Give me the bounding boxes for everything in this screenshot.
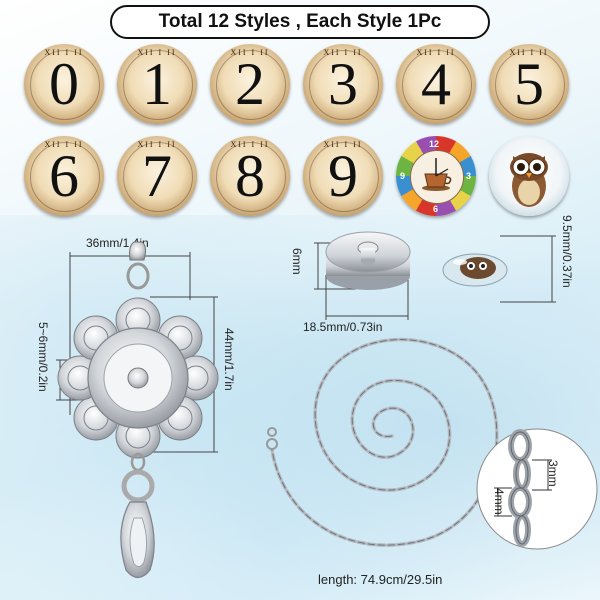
coffee-clock-number: 9 (400, 171, 406, 181)
cabochon-digit: 2 (235, 51, 265, 117)
cabochon-digit: 3 (328, 51, 358, 117)
clock-ticks: XII I II (323, 48, 363, 57)
coffee-cup-icon (422, 158, 452, 191)
snap-button-icon (325, 231, 411, 290)
cabochon-digit: 9 (328, 143, 358, 209)
chain-length-label: length: 74.9cm/29.5in (318, 572, 443, 587)
clock-ticks: XII I II (416, 48, 456, 57)
chain-link-height-label: 3mm (546, 460, 560, 487)
cabochon-digit-7: XII I II 7 (117, 136, 197, 216)
cabochon-digit-6: XII I II 6 (24, 136, 104, 216)
clock-ticks: XII I II (44, 48, 84, 57)
cabochon-digit: 7 (142, 143, 172, 209)
cabochon-ring (495, 50, 565, 120)
cabochon-digit: 6 (49, 143, 79, 209)
clock-ticks: XII I II (44, 140, 84, 149)
clock-ticks: XII I II (230, 48, 270, 57)
cabochon-digit: 8 (235, 143, 265, 209)
cabochon-digit: 4 (421, 51, 451, 117)
clock-ticks: XII I II (137, 48, 177, 57)
cabochon-side-icon (442, 253, 508, 287)
chain-link-width-label: 4mm (492, 488, 506, 515)
clock-ticks: XII I II (509, 48, 549, 57)
cabochon-ring (30, 142, 100, 212)
page-title: Total 12 Styles , Each Style 1Pc (110, 5, 490, 39)
flower-pendant-icon (57, 241, 219, 579)
cabochon-digit-3: XII I II 3 (303, 44, 383, 124)
cabochon-ring (309, 142, 379, 212)
cabochon-ring (123, 142, 193, 212)
cabochon-digit-5: XII I II 5 (489, 44, 569, 124)
clock-ticks: XII I II (137, 140, 177, 149)
snap-diameter-label: 18.5mm/0.73in (303, 320, 383, 334)
cabochon-digit-8: XII I II 8 (210, 136, 290, 216)
cabochon-ring (123, 50, 193, 120)
owl-icon (510, 153, 548, 207)
clock-ticks: XII I II (323, 140, 363, 149)
cabochon-digit: 5 (514, 51, 544, 117)
coffee-clock-number: 3 (466, 171, 472, 181)
cabochon-ring (216, 142, 286, 212)
cabochon-owl (489, 136, 569, 216)
cabochon-digit-1: XII I II 1 (117, 44, 197, 124)
cabochon-digit-9: XII I II 9 (303, 136, 383, 216)
cabochon-coffee-clock: 12 3 6 9 (396, 136, 476, 216)
cabochon-digit: 0 (49, 51, 79, 117)
cabochon-digit-2: XII I II 2 (210, 44, 290, 124)
cabochon-digit-4: XII I II 4 (396, 44, 476, 124)
cabochon-digit: 1 (142, 51, 172, 117)
coffee-clock-number: 12 (429, 139, 440, 149)
coffee-clock-number: 6 (433, 204, 439, 214)
cabochon-ring (216, 50, 286, 120)
chain-detail-icon (476, 428, 598, 550)
cabochon-ring (30, 50, 100, 120)
cabochon-digit-0: XII I II 0 (24, 44, 104, 124)
cabochon-ring (309, 50, 379, 120)
clock-ticks: XII I II (230, 140, 270, 149)
cabochon-ring (402, 50, 472, 120)
